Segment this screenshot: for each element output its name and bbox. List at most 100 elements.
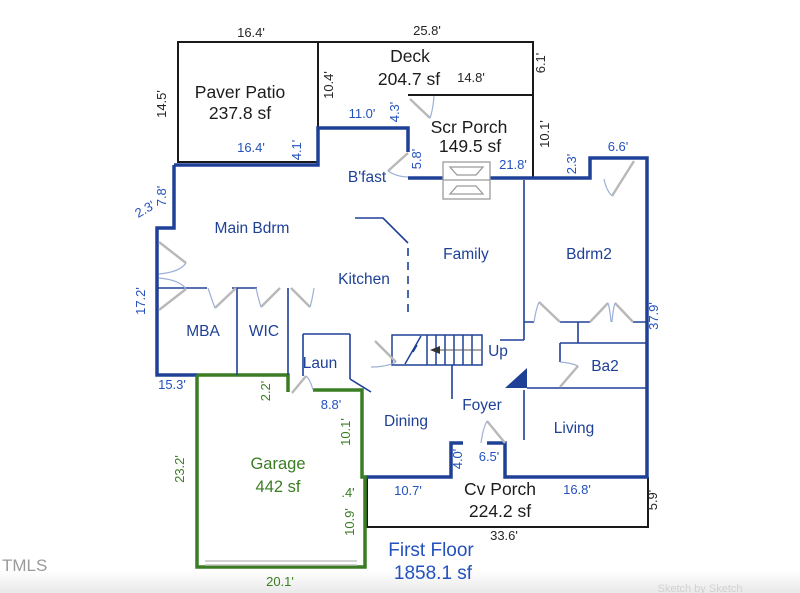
wic-door-arc: [255, 287, 262, 308]
dim-entry-w: 6.5': [479, 449, 500, 464]
room-label-mba: MBA: [186, 323, 220, 340]
room-area-garage: 442 sf: [256, 478, 301, 496]
house-left-wall: [155, 165, 197, 377]
bdrm2-door-leaf: [610, 160, 636, 197]
room-label-scr-porch: Scr Porch: [431, 117, 508, 137]
plan-title: First Floor 1858.1 sf: [388, 540, 474, 584]
dim-deck-right: 6.1': [533, 53, 548, 74]
bdrm2-closet-leaf-1: [589, 302, 609, 323]
room-area-cv-porch: 224.2 sf: [469, 501, 531, 521]
wic-door-leaf: [260, 287, 281, 308]
dimension-labels: 16.4' 25.8' 14.5' 10.4' 6.1' 14.8' 10.1'…: [132, 23, 661, 589]
dim-right-wall: 37.9': [646, 302, 661, 330]
bdrm2-door-arc: [603, 178, 613, 197]
room-label-laun: Laun: [303, 355, 337, 372]
interior-walls: [157, 180, 647, 440]
bfast-door-leaf: [387, 152, 409, 172]
sketch-watermark: Sketch by Sketch: [658, 583, 743, 593]
entry-door-leaf: [486, 420, 506, 444]
main-bdrm-door-arc-1: [158, 262, 187, 275]
dim-scr-bottom: 21.8': [499, 157, 527, 172]
ba2-door-arc: [559, 361, 579, 367]
garage-perimeter-wall: [195, 375, 367, 569]
entry-door-arc: [480, 420, 488, 444]
plan-title-line1: First Floor: [388, 540, 474, 561]
dim-patio-left: 14.5': [154, 90, 169, 118]
bdrm2-closet-leaf-2: [614, 302, 634, 323]
back-hall-walls: [524, 321, 647, 343]
room-label-main-bdrm: Main Bdrm: [215, 220, 290, 237]
dim-living-bottom: 16.8': [563, 482, 591, 497]
dim-wing-top: 6.6': [608, 139, 629, 154]
dim-garage-left: 23.2': [172, 455, 187, 483]
bdrm2-closet-arc-2: [611, 302, 616, 323]
dim-scr-top: 14.8': [457, 70, 485, 85]
bfast-door-arc: [387, 170, 409, 178]
dim-entry-v: 4.0': [450, 449, 465, 470]
stairs-closet-door-leaf: [374, 340, 397, 363]
dim-deck-top: 25.8': [413, 23, 441, 38]
garage-laun-door-leaf: [291, 375, 307, 394]
room-labels: Paver Patio 237.8 sf Deck 204.7 sf Scr P…: [186, 46, 619, 521]
main-bdrm-door-leaf-2: [158, 288, 187, 311]
dim-left-wall: 17.2': [133, 287, 148, 315]
hall-back-door-leaf: [538, 301, 561, 323]
dim-bfast-right: 4.3': [387, 102, 402, 123]
door-swings: [158, 95, 636, 444]
dim-mba-bottom: 15.3': [158, 377, 186, 392]
room-area-deck: 204.7 sf: [378, 69, 440, 89]
dim-garage-right-upper: 10.1': [338, 418, 353, 446]
dim-bfast-top: 11.0': [349, 106, 376, 121]
dim-dining-bottom: 10.7': [394, 483, 422, 498]
page-bottom-shade: [0, 570, 800, 593]
mba-door-leaf: [214, 287, 237, 309]
room-label-bfast: B'fast: [348, 169, 387, 186]
dim-deck-left: 10.4': [321, 71, 336, 99]
tmls-watermark: TMLS: [2, 556, 47, 575]
door-leaves: [158, 98, 636, 444]
house-entry-notch-wall: [365, 441, 463, 479]
mba-door-arc: [207, 287, 216, 309]
deck-outline: [318, 41, 534, 178]
fireplace-trapezoid-top: [448, 166, 485, 176]
house-top-left-wall: [174, 126, 410, 167]
stairs-arrow-head: [430, 346, 440, 354]
dim-cv-bottom: 33.6': [490, 528, 518, 543]
fireplace-trapezoid-bottom: [448, 185, 485, 195]
house-right-perimeter-wall: [408, 156, 649, 479]
bdrm2-closet-arc-1: [607, 302, 612, 323]
stairs-direction: [430, 346, 481, 354]
dim-left-jog-v: 7.8': [154, 186, 169, 207]
garage-laun-door-arc: [305, 375, 314, 391]
exterior-walls-blue: [155, 126, 649, 479]
dim-garage-right-lower: 10.9': [342, 508, 357, 536]
hall-back-door-arc: [533, 301, 540, 323]
garage-top-wall: [197, 373, 290, 392]
hall-door-leaf: [290, 287, 311, 308]
room-label-family: Family: [443, 246, 489, 263]
ba2-walls: [527, 342, 647, 389]
ba2-door-leaf: [559, 365, 579, 388]
dim-cv-right: 5.9': [645, 490, 660, 511]
main-bdrm-door-leaf-1: [158, 241, 187, 264]
dim-laun-bottom: 8.8': [321, 397, 342, 412]
room-label-wic: WIC: [249, 323, 279, 340]
dim-wing-jog: 2.3': [564, 154, 579, 175]
hall-door-arc: [309, 287, 315, 308]
dim-scr-door: 5.8': [409, 149, 424, 170]
stairs-closet-door-arc: [370, 361, 397, 368]
room-label-foyer: Foyer: [462, 397, 502, 414]
cv-porch-outline: [366, 477, 649, 528]
stairs-outline: [391, 334, 483, 366]
room-area-paver-patio: 237.8 sf: [209, 103, 271, 123]
deck-porch-door-leaf: [409, 98, 431, 119]
door-arcs: [158, 95, 616, 444]
room-label-deck: Deck: [390, 46, 430, 66]
room-label-paver-patio: Paver Patio: [195, 82, 285, 102]
room-label-garage: Garage: [250, 455, 305, 473]
garage-door: [205, 560, 357, 566]
kitchen-counter: [355, 217, 409, 244]
plan-title-line2: 1858.1 sf: [394, 563, 473, 584]
